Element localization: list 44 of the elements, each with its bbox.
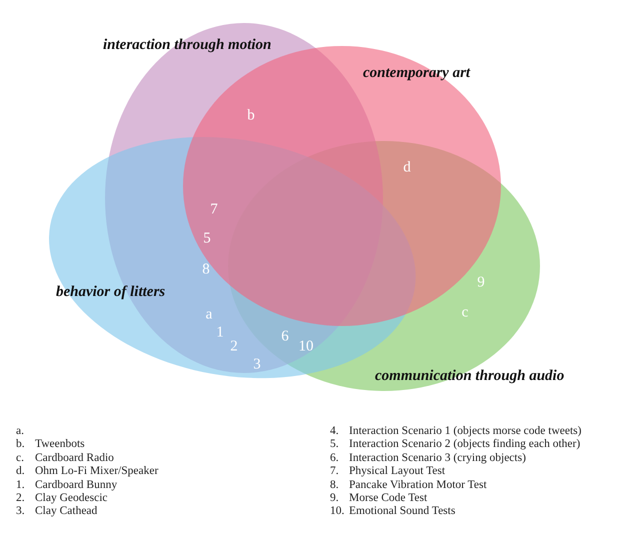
item-key: 5 <box>203 232 211 246</box>
set-heading: contemporary art <box>363 65 470 82</box>
set-heading: communication through audio <box>375 368 564 385</box>
item-key: 10 <box>298 340 314 354</box>
list-item-text: Clay Cathead <box>35 506 98 518</box>
list-marker: 9. <box>330 493 339 504</box>
item-key: a <box>206 308 212 322</box>
item-key: 9 <box>477 276 485 290</box>
list-marker: 1. <box>16 480 25 492</box>
list-marker: 6. <box>330 452 339 464</box>
list-item-text: Morse Code Test <box>349 493 428 504</box>
list-marker: b. <box>16 439 25 451</box>
list-item-text: Interaction Scenario 3 (crying objects) <box>349 452 526 464</box>
item-key: 3 <box>253 358 261 372</box>
list-item-text: Cardboard Bunny <box>35 480 118 492</box>
list-marker: d. <box>16 466 25 478</box>
list-marker: 8. <box>330 480 339 492</box>
item-key: 1 <box>216 326 224 340</box>
list-item-text: Emotional Sound Tests <box>349 506 456 518</box>
item-key: d <box>403 160 411 176</box>
item-key: 8 <box>202 262 210 278</box>
item-key: 7 <box>210 202 218 218</box>
item-key: 2 <box>230 340 238 354</box>
list-marker: 3. <box>16 506 25 518</box>
set-heading: interaction through motion <box>103 37 272 54</box>
list-marker: 10. <box>330 506 344 518</box>
list-marker: 5. <box>330 439 339 451</box>
item-key: b <box>247 108 255 124</box>
list-item-text: Interaction Scenario 2 (objects finding each other) <box>349 439 580 451</box>
list-item-text: Physical Layout Test <box>349 466 446 478</box>
set-heading: behavior of litters <box>56 284 166 301</box>
item-key: c <box>462 306 468 320</box>
list-item-text: Pancake Vibration Motor Test <box>349 480 487 492</box>
item-key: 6 <box>281 330 289 344</box>
list-item-text: Ohm Lo-Fi Mixer/Speaker <box>35 466 158 478</box>
list-item-text: Cardboard Radio <box>35 452 114 464</box>
list-item-text: Tweenbots <box>35 439 85 451</box>
list-marker: a. <box>16 426 24 438</box>
list-marker: c. <box>16 452 24 464</box>
list-item-text: Clay Geodescic <box>35 493 108 504</box>
list-marker: 4. <box>330 426 339 438</box>
list-marker: 7. <box>330 466 339 478</box>
list-item-text: Interaction Scenario 1 (objects morse code tweets) <box>349 426 582 438</box>
list-marker: 2. <box>16 493 25 504</box>
